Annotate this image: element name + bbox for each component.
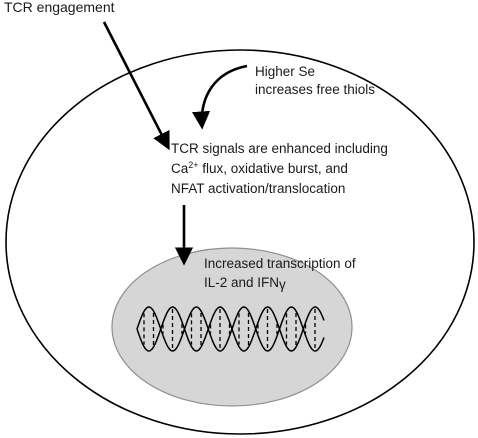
tcr-engagement-label: TCR engagement <box>4 0 115 15</box>
calcium-symbol: Ca <box>171 161 189 176</box>
transcription-label-line1: Increased transcription of <box>204 256 356 271</box>
signals-label-line2: Ca2+ flux, oxidative burst, and <box>171 160 348 176</box>
signals-label-line2-rest: flux, oxidative burst, and <box>199 161 348 176</box>
gamma-symbol: γ <box>279 277 286 292</box>
higher-se-arrow <box>191 64 248 130</box>
transcription-label-line2-text: IL-2 and IFN <box>204 275 279 290</box>
signals-label-line1: TCR signals are enhanced including <box>171 141 388 156</box>
dna-strand-b <box>136 306 325 352</box>
cell-membrane <box>5 49 475 435</box>
dna-strand-a <box>136 306 325 352</box>
higher-se-label-line1: Higher Se <box>255 64 315 79</box>
signals-label-line3: NFAT activation/translocation <box>171 181 345 196</box>
calcium-charge-superscript: 2+ <box>188 160 198 170</box>
dna-helix <box>136 306 325 352</box>
dna-base-pairs <box>143 309 316 349</box>
tcr-engagement-arrow <box>102 21 170 151</box>
higher-se-label-line2: increases free thiols <box>255 82 375 97</box>
transcription-label-line2: IL-2 and IFNγ <box>204 275 286 292</box>
